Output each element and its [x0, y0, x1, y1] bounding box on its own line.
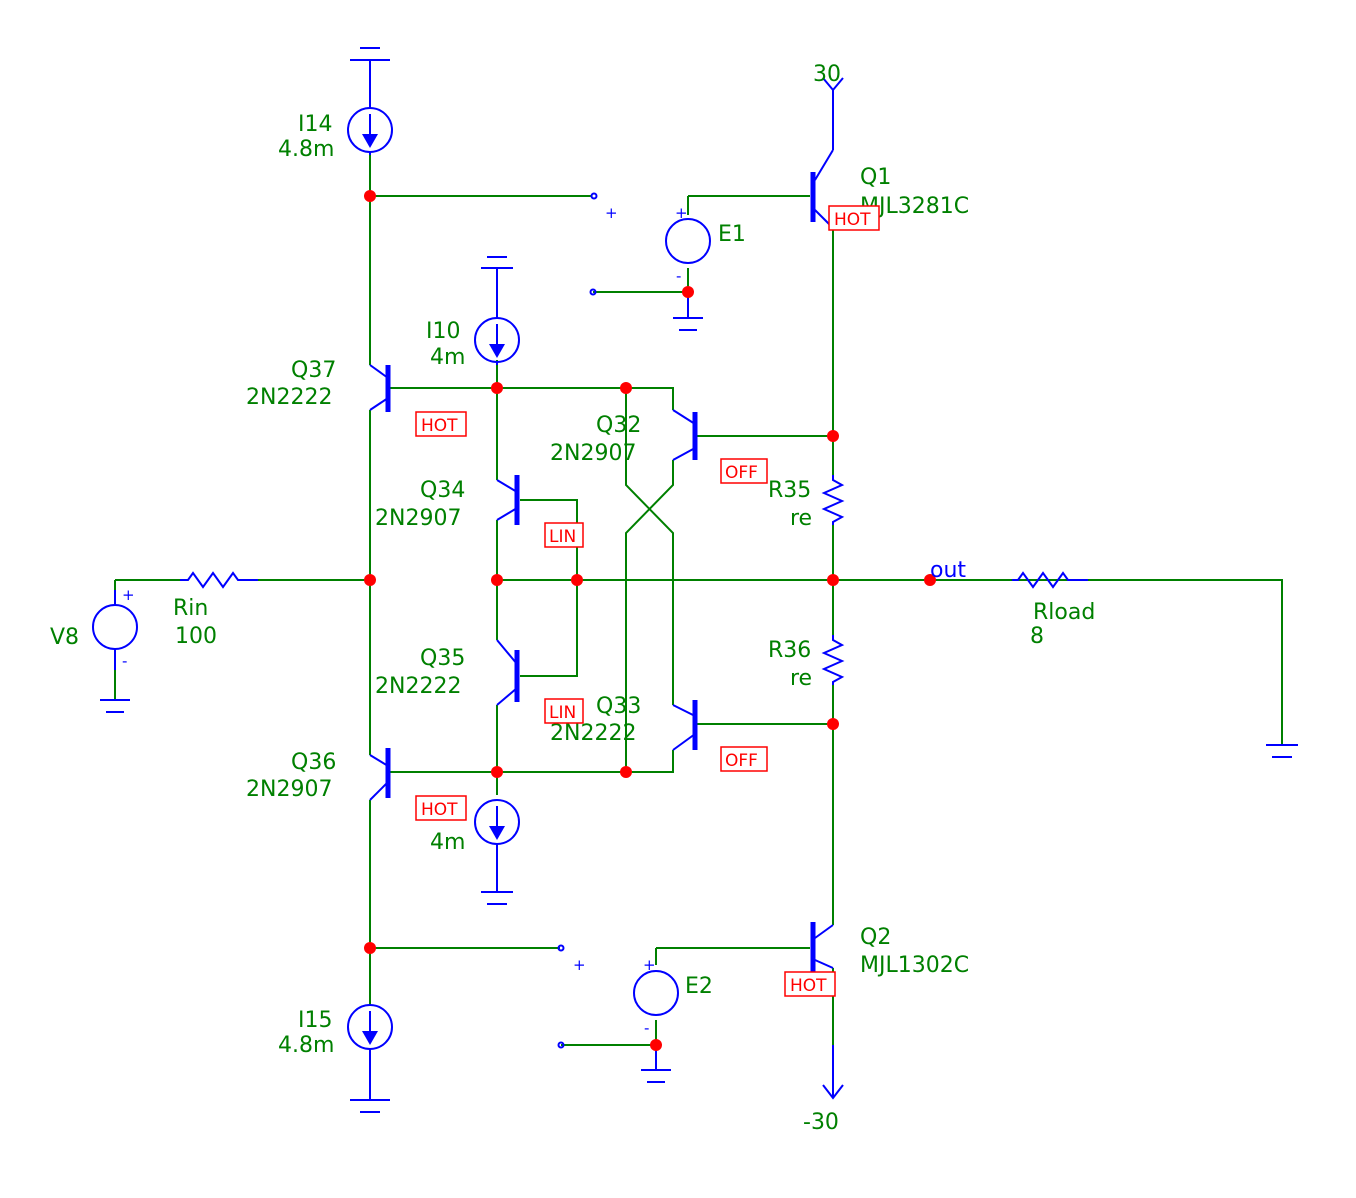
rin-resistor	[180, 571, 258, 589]
q35-transistor	[496, 639, 520, 706]
q34-status-tag: LIN	[544, 522, 584, 548]
svg-text:+: +	[605, 204, 618, 222]
r36-resistor	[821, 635, 845, 685]
i14-source	[347, 47, 393, 155]
svg-text:HOT: HOT	[834, 210, 871, 230]
i14-name: I14	[298, 112, 332, 137]
q36-status-tag: HOT	[415, 795, 467, 821]
q2-name: Q2	[860, 925, 891, 950]
q33-status-tag: OFF	[720, 746, 768, 772]
i-low-source	[474, 799, 520, 905]
component-labels: I14 4.8m I15 4.8m I10 4m 4m 30 -30 Q1 MJ…	[50, 62, 1095, 1135]
q1-status-tag: HOT	[828, 205, 880, 231]
q33-part: 2N2222	[550, 721, 636, 746]
q37-status-tag: HOT	[415, 411, 467, 437]
q32-name: Q32	[596, 413, 641, 438]
q1-name: Q1	[860, 165, 891, 190]
q36-transistor	[369, 748, 391, 801]
i15-name: I15	[298, 1008, 332, 1033]
e2-name: E2	[685, 974, 713, 999]
rload-name: Rload	[1033, 600, 1095, 625]
i10-source	[474, 256, 520, 365]
svg-text:-: -	[676, 267, 681, 285]
q32-part: 2N2907	[550, 441, 636, 466]
svg-text:HOT: HOT	[421, 416, 458, 436]
svg-text:-: -	[122, 652, 127, 670]
q36-name: Q36	[291, 750, 336, 775]
open-terminals	[557, 192, 598, 1049]
e2-source	[633, 970, 679, 1083]
i10-name: I10	[426, 319, 460, 344]
svg-text:HOT: HOT	[790, 976, 827, 996]
i10-value: 4m	[430, 345, 465, 370]
q37-name: Q37	[291, 358, 336, 383]
svg-text:HOT: HOT	[421, 800, 458, 820]
svg-text:+: +	[675, 204, 688, 222]
q34-transistor	[496, 475, 520, 525]
rin-name: Rin	[173, 596, 208, 621]
svg-text:LIN: LIN	[549, 703, 576, 723]
q33-transistor	[672, 700, 698, 751]
v8-name: V8	[50, 625, 79, 650]
rload-resistor	[1012, 571, 1088, 589]
r35-resistor	[821, 475, 845, 525]
q35-status-tag: LIN	[544, 698, 584, 724]
q36-part: 2N2907	[246, 777, 332, 802]
rin-value: 100	[175, 624, 217, 649]
svg-text:OFF: OFF	[725, 751, 758, 771]
q33-name: Q33	[596, 694, 641, 719]
q34-name: Q34	[420, 478, 465, 503]
junction-dots	[364, 190, 936, 1051]
svg-text:LIN: LIN	[549, 527, 576, 547]
svg-text:OFF: OFF	[725, 463, 758, 483]
supply-pos: 30	[813, 62, 841, 87]
i15-source	[347, 1004, 393, 1113]
i14-value: 4.8m	[278, 137, 334, 162]
rload-ground	[1266, 744, 1298, 758]
r35-name: R35	[768, 478, 811, 503]
r36-value: re	[790, 666, 812, 691]
r35-value: re	[790, 506, 812, 531]
q35-name: Q35	[420, 646, 465, 671]
polarity-marks: + + + - + - + -	[122, 204, 688, 1037]
q2-status-tag: HOT	[784, 971, 836, 997]
status-tags: HOT HOT OFF LIN LIN OFF HOT HOT	[415, 205, 880, 997]
i15-value: 4.8m	[278, 1033, 334, 1058]
q37-part: 2N2222	[246, 385, 332, 410]
i-low-value: 4m	[430, 830, 465, 855]
q32-transistor	[672, 409, 698, 461]
e1-name: E1	[718, 222, 746, 247]
rload-value: 8	[1030, 624, 1044, 649]
svg-text:-: -	[644, 1019, 649, 1037]
v8-source	[92, 590, 138, 713]
svg-text:+: +	[573, 956, 586, 974]
supply-neg: -30	[803, 1110, 839, 1135]
q37-transistor	[369, 364, 391, 412]
q32-status-tag: OFF	[720, 458, 768, 484]
svg-text:+: +	[643, 956, 656, 974]
wires	[114, 155, 1283, 1046]
q2-transistor	[810, 922, 844, 1100]
q34-part: 2N2907	[375, 506, 461, 531]
q35-part: 2N2222	[375, 674, 461, 699]
q2-part: MJL1302C	[860, 953, 969, 978]
svg-text:+: +	[122, 586, 135, 604]
r36-name: R36	[768, 638, 811, 663]
out-net-label: out	[930, 558, 966, 583]
